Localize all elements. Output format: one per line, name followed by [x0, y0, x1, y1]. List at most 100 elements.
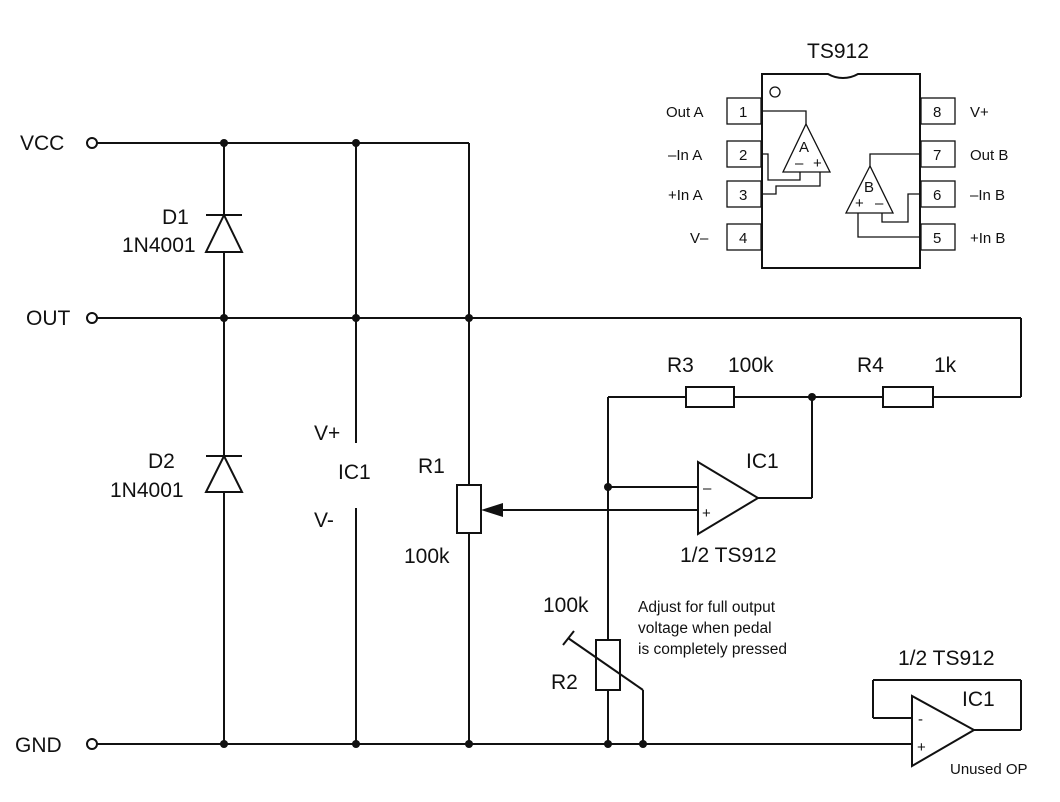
vcc-label: VCC	[20, 132, 64, 155]
opamp-minus-sign: -	[918, 711, 923, 728]
junction-dot	[604, 483, 612, 491]
amp-a-triangle	[781, 122, 832, 173]
amp-a-plus: +	[813, 155, 822, 172]
amp-a-minus: –	[795, 155, 804, 172]
pin-number: 8	[933, 104, 941, 121]
amp-a-plus-trace	[761, 172, 821, 195]
pin-name: –In B	[970, 187, 1005, 204]
ts912-pinout: TS912 1 2 3 4 Out A –In A +In A V– 8 7 6…	[666, 40, 1008, 269]
amp-b-plus-trace	[857, 213, 921, 238]
note-line: voltage when pedal	[638, 620, 772, 637]
r1-value: 100k	[404, 545, 450, 568]
junction-dot	[352, 740, 360, 748]
amp-b-plus: +	[855, 195, 864, 212]
trimmer-tick	[562, 630, 575, 646]
d2-part: 1N4001	[110, 479, 184, 502]
pinout-title: TS912	[807, 40, 869, 63]
junction-dot	[465, 314, 473, 322]
opamp-plus-sign: +	[917, 739, 926, 756]
pin-name: +In B	[970, 230, 1005, 247]
resistor-r3: R3 100k	[667, 354, 774, 408]
pin-box	[726, 223, 762, 251]
pin-box	[920, 97, 956, 125]
opamp-minus-sign: –	[703, 480, 712, 497]
junction-dot	[808, 393, 816, 401]
note-line: Adjust for full output	[638, 599, 776, 616]
pin-name: +In A	[668, 187, 703, 204]
resistor-body	[456, 484, 482, 534]
resistor-body	[685, 386, 735, 408]
adjust-note: Adjust for full output voltage when peda…	[638, 599, 787, 658]
opamp-plus-sign: +	[702, 505, 711, 522]
pin-number: 1	[739, 104, 747, 121]
pin-name: –In A	[668, 147, 702, 164]
pin-name: Out B	[970, 147, 1008, 164]
amp-a-output-trace	[761, 110, 807, 124]
junctions	[220, 139, 816, 748]
potentiometer-r1: R1 100k	[404, 455, 503, 568]
diode-d1: D1 1N4001	[122, 206, 244, 257]
pin-number: 4	[739, 230, 747, 247]
junction-dot	[639, 740, 647, 748]
amp-b-output-trace	[869, 153, 921, 166]
pin1-marker	[769, 86, 781, 98]
unused-opamp-part: 1/2 TS912	[898, 647, 995, 670]
opamp-ic1: – + IC1 1/2 TS912	[680, 450, 779, 567]
r2-value: 100k	[543, 594, 589, 617]
junction-dot	[220, 314, 228, 322]
junction-dot	[352, 139, 360, 147]
pin-number: 3	[739, 187, 747, 204]
junction-dot	[465, 740, 473, 748]
vcc-terminal	[86, 137, 98, 149]
pin-name: V+	[970, 104, 989, 121]
amp-b-label: B	[864, 179, 874, 196]
diode-triangle	[204, 212, 244, 253]
gnd-label: GND	[15, 734, 62, 757]
resistor-r4: R4 1k	[857, 354, 957, 408]
opamp-unused: - + IC1 1/2 TS912 Unused OP	[898, 647, 1028, 778]
r3-ref: R3	[667, 354, 694, 377]
opamp-triangle	[697, 460, 760, 536]
r3-value: 100k	[728, 354, 774, 377]
r4-ref: R4	[857, 354, 884, 377]
junction-dot	[220, 740, 228, 748]
r2-ref: R2	[551, 671, 578, 694]
ic-supply: V+ IC1 V-	[314, 422, 371, 532]
pin-number: 6	[933, 187, 941, 204]
amp-a-label: A	[799, 139, 809, 156]
opamp-triangle	[911, 694, 977, 768]
junction-dot	[352, 314, 360, 322]
r1-ref: R1	[418, 455, 445, 478]
amp-b-triangle	[844, 164, 895, 214]
junction-dot	[220, 139, 228, 147]
resistor-body	[882, 386, 934, 408]
d1-part: 1N4001	[122, 234, 196, 257]
vplus-label: V+	[314, 422, 340, 445]
wiper-arrow	[481, 503, 503, 517]
pin-name: Out A	[666, 104, 704, 121]
chip-body	[761, 73, 921, 269]
amp-b-minus-trace	[881, 193, 921, 223]
terminals: VCC OUT GND	[15, 132, 98, 757]
junction-dot	[604, 740, 612, 748]
pin-number: 2	[739, 147, 747, 164]
diode-d2: D2 1N4001	[110, 450, 244, 502]
vminus-label: V-	[314, 509, 334, 532]
gnd-terminal	[86, 738, 98, 750]
r4-value: 1k	[934, 354, 957, 377]
pin-name: V–	[690, 230, 709, 247]
opamp-ref: IC1	[746, 450, 779, 473]
d2-ref: D2	[148, 450, 175, 473]
note-line: is completely pressed	[638, 641, 787, 658]
out-terminal	[86, 312, 98, 324]
wiring	[97, 142, 1022, 745]
amp-a-minus-trace	[761, 153, 801, 181]
unused-opamp-ref: IC1	[962, 688, 995, 711]
pin-number: 5	[933, 230, 941, 247]
d1-ref: D1	[162, 206, 189, 229]
pin-number: 7	[933, 147, 941, 164]
amp-b-minus: –	[875, 195, 884, 212]
trimmer-r2: 100k R2	[543, 594, 644, 694]
diode-triangle	[204, 453, 244, 493]
